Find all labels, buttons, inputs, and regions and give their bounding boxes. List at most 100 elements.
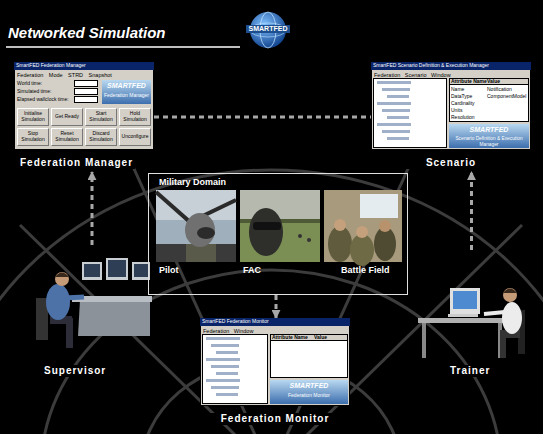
node-label: Federation Monitor <box>200 413 350 425</box>
dashed-connector <box>154 116 371 119</box>
window-text: Unconfigure <box>119 128 151 146</box>
tree-row <box>206 337 240 340</box>
screen <box>360 194 398 218</box>
tree-row <box>216 393 238 396</box>
window-text: Cardinality <box>451 101 475 107</box>
photo-panel: Battle Field <box>325 191 403 279</box>
keyboard <box>448 314 478 317</box>
operator-station: Supervisor <box>30 245 155 382</box>
node-label: Scenario <box>371 157 531 169</box>
pilot-photo <box>156 190 236 262</box>
torso <box>502 302 522 334</box>
tree-row <box>211 344 239 347</box>
tree-row <box>382 88 410 91</box>
dashed-connector <box>275 295 278 318</box>
window-panel: Scenario SmartFED Scenario Definition & E… <box>371 62 533 172</box>
head <box>334 219 346 231</box>
monitor <box>106 258 128 280</box>
arm <box>484 312 505 314</box>
monitor-screen <box>453 291 477 309</box>
tree-row <box>216 372 238 375</box>
window-text: Attribute Name <box>451 79 487 85</box>
window-text: Federation Window <box>203 328 253 334</box>
value-field <box>74 80 98 87</box>
tree-row <box>206 358 240 361</box>
desk-leg <box>422 323 426 358</box>
supervisor-figure <box>36 258 152 348</box>
head <box>356 226 368 238</box>
window-panel: Federation MonitorSmartFED Federation Mo… <box>200 318 352 430</box>
node-label: Federation Manager <box>18 157 135 169</box>
window-text: Federation Mode STRD Snapshot <box>17 72 112 78</box>
tree-row <box>216 351 238 354</box>
monitor <box>82 262 102 280</box>
soldier <box>350 234 374 266</box>
window-text: SMARTFED <box>449 126 529 134</box>
radial-line <box>20 225 271 434</box>
tree-row <box>211 365 239 368</box>
window-text: Name <box>451 87 464 93</box>
battlefield-photo <box>324 190 402 266</box>
window-text: Federation Manager <box>102 93 151 99</box>
window-text: SmartFED Scenario Definition & Execution… <box>373 63 489 69</box>
desk-top <box>418 318 508 323</box>
head <box>379 220 391 232</box>
soldier <box>374 227 396 261</box>
value-field <box>74 96 98 103</box>
node-label: Supervisor <box>42 365 108 377</box>
domain-frame: Military DomainPilotFACBattle Field <box>148 173 408 295</box>
window-text: SMARTFED <box>102 82 151 90</box>
torso <box>46 284 70 320</box>
photo-panel: FAC <box>241 191 321 279</box>
window-text: Start Simulation <box>85 108 117 126</box>
soldier-head <box>249 208 283 256</box>
arm <box>64 297 84 298</box>
leg <box>500 330 506 358</box>
window-text: Reset Simulation <box>51 128 83 146</box>
figure <box>307 238 311 242</box>
window-text: ComponentModel <box>487 94 527 100</box>
operator-station: Trainer <box>410 250 535 387</box>
window-text: Value <box>487 79 500 85</box>
arc <box>0 170 543 434</box>
tree-row <box>387 95 409 98</box>
instrument-panel <box>156 244 236 262</box>
page-title: Networked Simulation <box>8 24 166 41</box>
tree-row <box>387 116 409 119</box>
photo-panel: Pilot <box>157 191 237 279</box>
helmet <box>185 213 215 247</box>
window-text: Units <box>451 108 462 114</box>
tree-row <box>382 109 410 112</box>
window-text: Stop Simulation <box>17 128 49 146</box>
head <box>55 272 69 286</box>
node-label: Pilot <box>159 265 179 275</box>
hair <box>55 273 69 278</box>
soldier <box>328 226 352 262</box>
window-text: Discard Simulation <box>85 128 117 146</box>
window-text: Hold Simulation <box>119 108 151 126</box>
window-text: World time: <box>17 81 42 87</box>
window-text: Resolution <box>451 115 475 121</box>
console <box>78 300 150 336</box>
window-text: Value <box>314 335 327 341</box>
window-text: Get Ready <box>51 108 83 126</box>
window-text: Federation Scenario Window <box>374 72 451 78</box>
title-rule <box>6 46 240 48</box>
fac-photo <box>240 190 320 262</box>
window-text: SMARTFED <box>270 382 348 390</box>
figure <box>298 234 302 238</box>
window-text: SmartFED Federation Manager <box>16 63 86 69</box>
window-text: Federation Monitor <box>270 393 348 399</box>
sky <box>240 190 320 262</box>
node-label: Trainer <box>448 365 492 377</box>
goggles <box>253 222 281 230</box>
monitor-screen <box>134 264 148 277</box>
logo-text: SMARTFED <box>246 25 290 33</box>
head <box>503 288 517 302</box>
window-text: Initialise Simulation <box>17 108 49 126</box>
tree-row <box>377 123 411 126</box>
tree-row <box>382 130 410 133</box>
monitor-screen <box>84 264 100 277</box>
window-text: DataType <box>451 94 472 100</box>
